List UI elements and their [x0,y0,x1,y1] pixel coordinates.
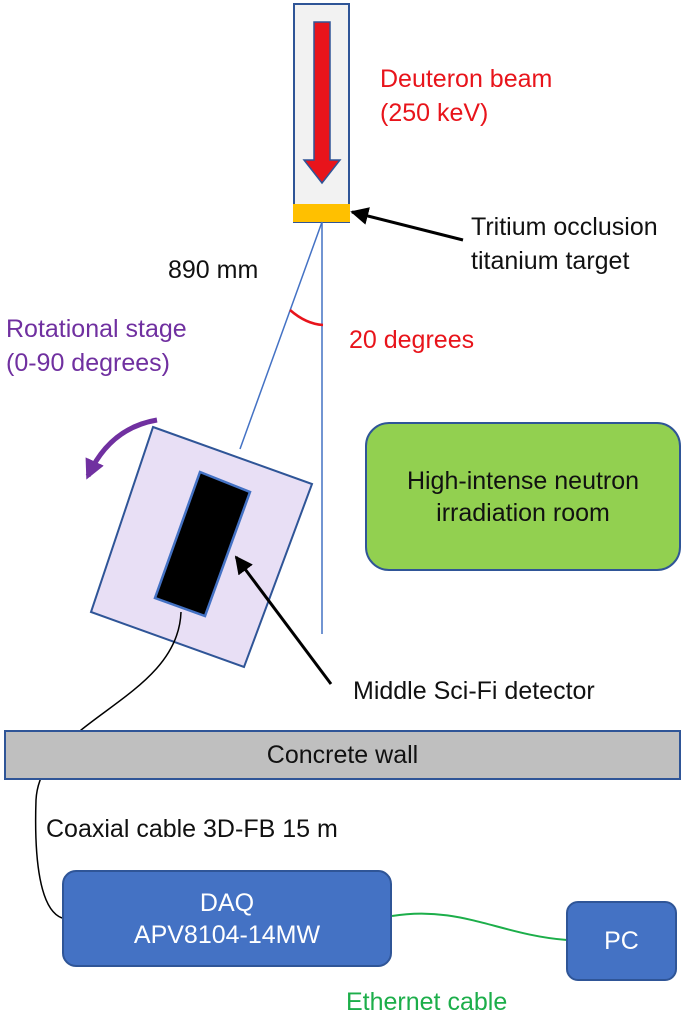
daq-box: DAQ APV8104-14MW [62,870,392,967]
daq-label-line2: APV8104-14MW [133,920,321,949]
beam-label: Deuteron beam (250 keV) [380,65,553,127]
pc-label: PC [604,927,639,955]
stage-label: Rotational stage (0-90 degrees) [6,315,187,377]
wall-label: Concrete wall [266,741,419,769]
target-pointer-arrow [350,207,464,242]
deuteron-beam-arrow [302,21,342,185]
ethernet-cable [391,912,568,941]
room-label-line1: High-intense neutron [406,466,640,495]
titanium-target [293,204,350,222]
room-label-line2: irradiation room [436,498,610,527]
detector-label: Middle Sci-Fi detector [353,677,595,705]
sci-fi-detector [153,470,252,618]
daq-label-line1: DAQ [199,888,255,917]
coax-label: Coaxial cable 3D-FB 15 m [46,815,338,843]
detector-pointer-arrow [234,555,333,685]
angle-arc [289,309,324,327]
pc-box: PC [566,901,677,981]
target-label: Tritium occlusion titanium target [471,213,658,275]
distance-label: 890 mm [168,256,259,284]
ethernet-label: Ethernet cable [346,988,508,1016]
detector-direction-line [239,221,323,450]
angle-label: 20 degrees [349,326,475,354]
concrete-wall: Concrete wall [4,730,681,780]
irradiation-room-box: High-intense neutron irradiation room [365,422,681,571]
rotation-arrow [85,417,158,480]
